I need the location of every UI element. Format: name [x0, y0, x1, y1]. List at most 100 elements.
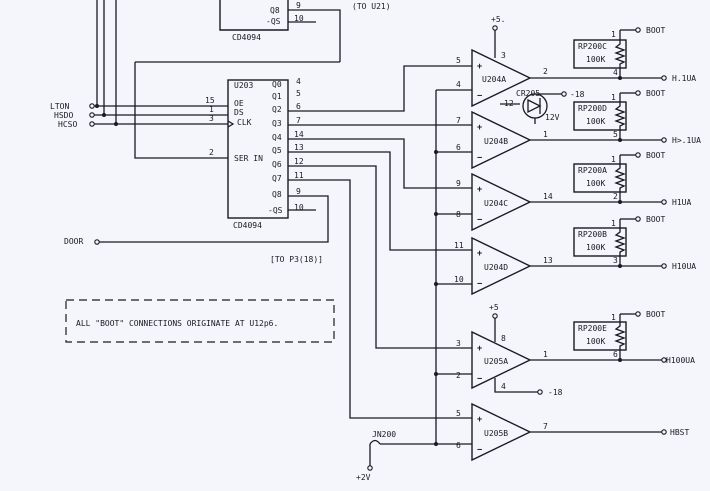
rp200c-bot: 4	[613, 68, 618, 77]
rp200a-bot: 2	[613, 192, 618, 201]
resistor-rp200e: RP200E 100K 1 6 BOOT	[573, 310, 665, 362]
u204b-pin-out: 1	[543, 130, 548, 139]
svg-text:+: +	[477, 344, 482, 354]
u205b-pin-plus: 5	[456, 409, 461, 418]
u203-note: [TO P3(18)]	[270, 255, 323, 264]
u203-num-2: 2	[209, 148, 214, 157]
resistor-rp200d: RP200D 100K 1 5 BOOT	[573, 89, 665, 142]
u203-num-1: 1	[209, 105, 214, 114]
u205a-ref: U205A	[484, 357, 508, 366]
u204d-ref: U204D	[484, 263, 508, 272]
q6-num: 12	[294, 157, 304, 166]
jumper-label: JN200	[372, 430, 396, 439]
u204d-pin-out: 13	[543, 256, 553, 265]
u204c-ref: U204C	[484, 199, 508, 208]
u204c-pin-out: 14	[543, 192, 553, 201]
u203-pin-ds: DS	[234, 108, 244, 117]
q1-num: 5	[296, 89, 301, 98]
q5-num: 13	[294, 143, 304, 152]
qs-num: 10	[294, 203, 304, 212]
svg-text:−: −	[477, 279, 482, 289]
opamp-u204c: + − U204C 9 8 14	[456, 172, 553, 232]
rp200e-bot: 6	[613, 350, 618, 359]
opamp-u204a: + − U204A 5 4 2 3 +5.	[456, 15, 548, 108]
q0-label: Q0	[272, 80, 282, 89]
opamp-u205b: + − U205B 5 6 7	[456, 402, 548, 462]
svg-text:+: +	[477, 62, 482, 72]
u203-pin-serin: SER IN	[234, 154, 263, 163]
u204b-pin-minus: 6	[456, 143, 461, 152]
q2-label: Q2	[272, 105, 282, 114]
rp200b-val: 100K	[586, 243, 605, 252]
rp200c-ref: RP200C	[578, 42, 607, 51]
q5-label: Q5	[272, 146, 282, 155]
u205a-pin-vneg: 4	[501, 382, 506, 391]
rp200b-bot: 3	[613, 256, 618, 265]
output-label-hbst: HBST	[670, 428, 689, 437]
top-pin-label-q8: Q8	[270, 6, 280, 15]
rp200e-top: 1	[611, 313, 616, 322]
q3-label: Q3	[272, 119, 282, 128]
rp200d-top: 1	[611, 93, 616, 102]
svg-text:−: −	[477, 374, 482, 384]
svg-text:+: +	[477, 249, 482, 259]
top-note: (TO U21)	[352, 2, 391, 11]
u205a-pin-v: 8	[501, 334, 506, 343]
diode-ref: CR205	[516, 89, 540, 98]
resistor-rp200b: RP200B 100K 1 3 BOOT	[573, 215, 665, 268]
rp200a-top: 1	[611, 155, 616, 164]
svg-text:+: +	[477, 415, 482, 425]
opamp-u204b: + − U204B 7 6 1	[456, 110, 548, 170]
u203-pin-oe: OE	[234, 99, 244, 108]
q7-label: Q7	[272, 174, 282, 183]
u205b-ref: U205B	[484, 429, 508, 438]
q7-num: 11	[294, 171, 304, 180]
shift-register-main: U203 OE DS CLK SER IN 15 1 3 2 CD4094 [T…	[205, 79, 323, 264]
rp200b-ref: RP200B	[578, 230, 607, 239]
opamp-u204d: + − U204D 11 10 13	[454, 236, 553, 296]
v12-label: 12V	[545, 113, 560, 122]
output-label-h1ua-dot: H.1UA	[672, 74, 696, 83]
u204d-pin-plus: 11	[454, 241, 464, 250]
resistor-rp200a: RP200A 100K 1 2 BOOT	[573, 151, 665, 204]
u204a-pin-minus: 4	[456, 80, 461, 89]
qs-label: -QS	[268, 206, 283, 215]
vminus-label: -18	[570, 90, 585, 99]
top-pin-num-9: 9	[296, 1, 301, 10]
u204b-pin-plus: 7	[456, 116, 461, 125]
q4-num: 14	[294, 130, 304, 139]
q8-num: 9	[296, 187, 301, 196]
vminus2-label: -18	[548, 388, 563, 397]
rp200d-val: 100K	[586, 117, 605, 126]
rp200b-top: 1	[611, 219, 616, 228]
u204d-pin-minus: 10	[454, 275, 464, 284]
rp200a-boot: BOOT	[646, 151, 665, 160]
input-lton: LTON	[50, 102, 228, 111]
svg-text:−: −	[477, 215, 482, 225]
u205a-pin-out: 1	[543, 350, 548, 359]
u203-ref: U203	[234, 81, 253, 90]
svg-text:+: +	[477, 123, 482, 133]
shift-register-top: Q8 -QS 9 10 CD4094 (TO U21)	[219, 0, 391, 62]
input-door: DOOR	[64, 237, 100, 246]
rp200d-boot: BOOT	[646, 89, 665, 98]
rp200c-boot: BOOT	[646, 26, 665, 35]
input-hsdo: HSDO	[54, 111, 228, 120]
u205a-pin-minus: 2	[456, 371, 461, 380]
input-label-door: DOOR	[64, 237, 83, 246]
u203-num-15: 15	[205, 96, 215, 105]
u204a-pin-v: 3	[501, 51, 506, 60]
u203-outputs: Q0 Q1 Q2 Q3 Q4 Q5 Q6 Q7 Q8 -QS 4 5 6 7 1…	[268, 77, 304, 215]
resistor-rp200c: RP200C 100K 1 4 BOOT	[573, 26, 665, 80]
u203-pin-clk: CLK	[237, 118, 252, 127]
rp200c-val: 100K	[586, 55, 605, 64]
input-label-hsdo: HSDO	[54, 111, 73, 120]
u205b-pin-minus: 6	[456, 441, 461, 450]
jumper-jn200: JN200 +2V	[356, 430, 396, 482]
q0-num: 4	[296, 77, 301, 86]
rp200b-boot: BOOT	[646, 215, 665, 224]
rp200d-bot: 5	[613, 130, 618, 139]
vplus2-label: +5	[489, 303, 499, 312]
u204a-ref: U204A	[482, 75, 506, 84]
